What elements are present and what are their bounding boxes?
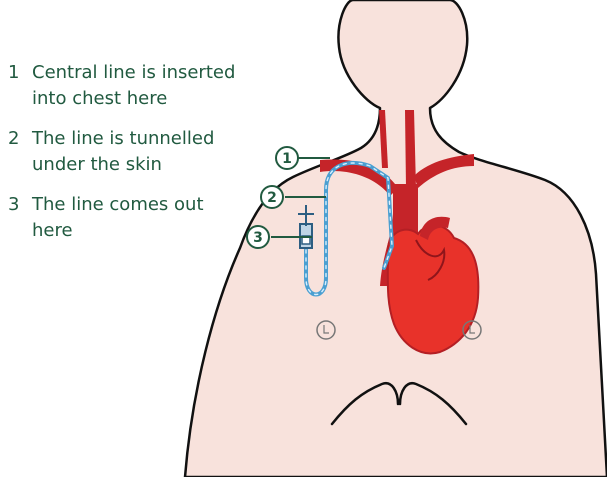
callout-1-number: 1: [282, 151, 292, 167]
callout-3-number: 3: [253, 230, 263, 246]
callout-2-number: 2: [267, 190, 277, 206]
